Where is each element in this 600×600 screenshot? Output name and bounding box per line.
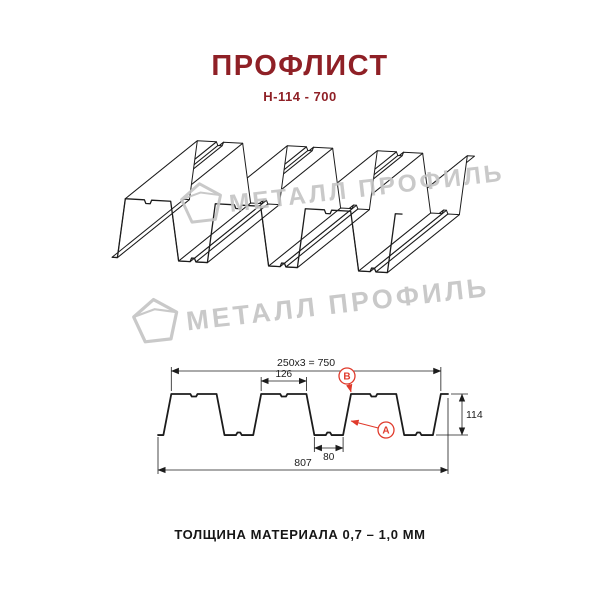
dim-valley-label: 80	[323, 452, 335, 463]
profile-3d-view	[111, 140, 476, 274]
watermark-middle: МЕТАЛЛ ПРОФИЛЬ	[132, 272, 491, 344]
watermark-text: МЕТАЛЛ ПРОФИЛЬ	[185, 272, 491, 336]
page-title: ПРОФЛИСТ	[211, 50, 389, 82]
metall-profil-logo-icon	[132, 297, 179, 344]
dim-rib-top-label: 126	[275, 369, 292, 380]
callout-a: А	[382, 426, 389, 437]
dim-height-label: 114	[466, 409, 483, 421]
dim-overall-label: 807	[294, 457, 312, 469]
callout-b: В	[343, 372, 350, 383]
material-thickness-note: ТОЛЩИНА МАТЕРИАЛА 0,7 – 1,0 ММ	[174, 527, 426, 542]
metall-profil-logo-icon	[180, 182, 222, 224]
callout-a-circle	[377, 421, 395, 439]
page-subtitle: Н-114 - 700	[263, 89, 337, 104]
header: ПРОФЛИСТ Н-114 - 700	[0, 50, 600, 104]
dim-pitch-label: 250x3 = 750	[277, 357, 335, 369]
callout-b-circle	[338, 367, 356, 385]
